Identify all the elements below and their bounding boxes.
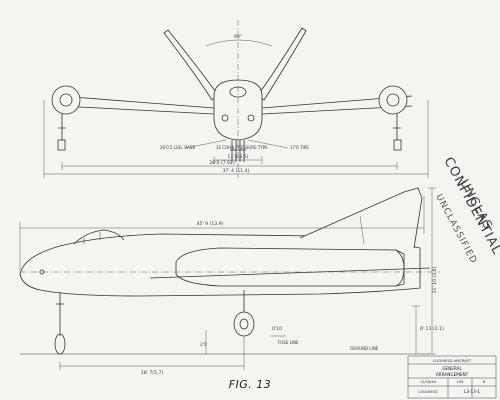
title-block-company: LOCKHEED AIRCRAFT (433, 359, 472, 363)
dim-line-wheelbase (59, 336, 245, 370)
dim-wing-span: 37' 4 (11.4) (223, 168, 250, 174)
v-tail-left (163, 29, 219, 101)
leader-left (185, 139, 227, 149)
nacelle-right (378, 85, 408, 115)
title-block-ref-1: 12/18/44 (420, 380, 437, 384)
title-block-rules (408, 363, 496, 398)
title-block-maker: LOCKHEED (418, 390, 438, 394)
dim-line-span (43, 100, 429, 178)
main-wheel-hub (239, 318, 249, 330)
nacelle-side (175, 247, 405, 287)
wing-front (59, 95, 413, 115)
gear-right-wheel (393, 139, 402, 151)
nacelle-left (51, 85, 81, 115)
main-wheel (233, 311, 255, 337)
dihedral-arc (205, 39, 273, 47)
wing-root (149, 267, 431, 279)
leader-right (247, 139, 289, 149)
dim-overall-height: 11' 10 (3.6) (432, 266, 438, 293)
gear-left (58, 114, 66, 140)
tail-fin-rib (359, 215, 365, 245)
label-pressure-type: 32 COHN PRESSURE TYPE (216, 145, 268, 150)
title-block-model: 159 (457, 380, 465, 384)
nacelle-left-inner (59, 93, 73, 107)
nose-gear-front (230, 140, 246, 162)
title-block-ref-2: B (483, 380, 486, 384)
v-tail-right (257, 27, 307, 101)
dim-gear-track: 26'0 (7.92) (209, 160, 235, 166)
inlet-right (247, 114, 255, 122)
dim-line-length (19, 196, 425, 270)
classification-stamps: UNCLAS CONFIDENTIAL UNCLASSIFIED (433, 155, 500, 266)
nose-wheel (54, 333, 66, 355)
title-block-drawing-no: L3-13-1 (464, 389, 480, 394)
gear-right (393, 114, 401, 140)
dim-dihedral-angle: 90° (234, 34, 242, 40)
figure-label: FIG. 13 (228, 378, 272, 391)
title-block-title-2: ARRANGEMENT (436, 372, 469, 377)
dim-center-width: 11'4(3.5) (228, 154, 249, 160)
title-block-frame (407, 355, 497, 399)
dim-line-tail-height (412, 305, 420, 354)
title-block (407, 355, 497, 399)
nose-gear-side (56, 292, 64, 336)
canopy-side (73, 229, 125, 245)
dim-small-a: 2'0 (200, 342, 207, 348)
dim-line-gear (61, 162, 398, 170)
label-fuse-line: FUSE LINE (278, 340, 299, 345)
dim-line-height (428, 187, 436, 355)
dim-line-small (205, 330, 286, 354)
label-ground-line: GROUND LINE (350, 346, 379, 351)
dim-line-center (213, 156, 263, 164)
canopy-frame (83, 232, 101, 244)
dim-wheelbase: 18' 7(5.7) (141, 370, 164, 376)
inlet-left (221, 114, 229, 122)
front-view (43, 20, 429, 178)
label-tire: 17'6 TIRE (290, 145, 309, 150)
gear-left-wheel (57, 139, 66, 151)
dim-small-b: 0'10 (272, 326, 282, 332)
label-lug-base: 26'0.5 LUG. BASE (160, 145, 195, 150)
nacelle-right-inner (386, 93, 400, 107)
side-view (19, 187, 440, 370)
dim-tail-height: 6' 11 (2.1) (420, 326, 444, 332)
dim-overall-length: 45' 9 (13.9) (197, 221, 224, 227)
tail-fin (299, 187, 423, 249)
title-block-title-1: GENERAL (442, 366, 462, 371)
